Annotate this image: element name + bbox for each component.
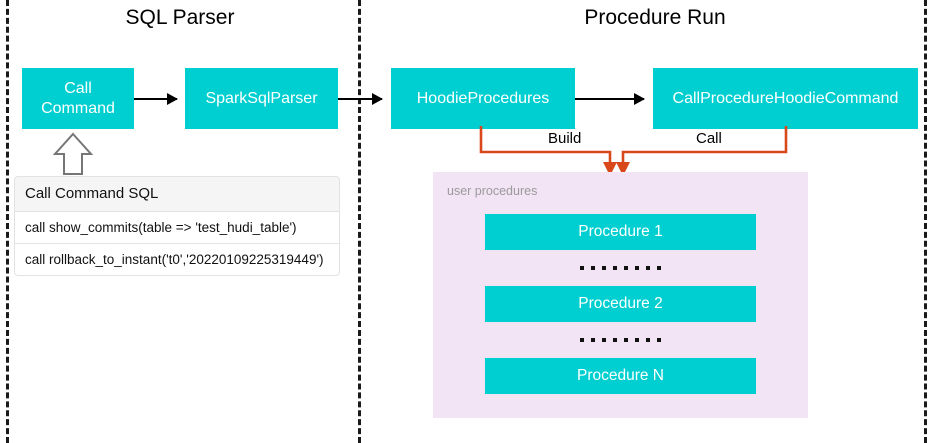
ellipsis-dot: [635, 266, 639, 270]
connector-build-call-orange: [479, 126, 788, 176]
procedures-ellipsis-1: [485, 250, 756, 286]
call-command-sql-table: Call Command SQL call show_commits(table…: [14, 176, 340, 276]
sql-table-header: Call Command SQL: [15, 177, 339, 212]
ellipsis-dot: [591, 338, 595, 342]
node-call-command-line-1: Call: [64, 79, 92, 97]
node-hoodie-procedures[interactable]: HoodieProcedures: [391, 68, 575, 129]
ellipsis-dot: [657, 338, 661, 342]
ellipsis-dot: [580, 338, 584, 342]
ellipsis-dot: [624, 338, 628, 342]
section-title-sql-parser: SQL Parser: [125, 6, 235, 29]
ellipsis-dot: [646, 266, 650, 270]
procedure-item-n[interactable]: Procedure N: [485, 358, 756, 394]
ellipsis-dot: [624, 266, 628, 270]
section-title-procedure-run: Procedure Run: [584, 6, 726, 29]
node-call-command-line-2: Command: [41, 99, 115, 117]
ellipsis-dot: [657, 266, 661, 270]
ellipsis-dot: [591, 266, 595, 270]
ellipsis-dot: [646, 338, 650, 342]
arrow-spark-sql-parser-to-hoodie-procedures: [338, 93, 383, 105]
user-procedures-label: user procedures: [447, 184, 538, 198]
arrow-hoodie-procedures-to-call-procedure-hoodie-command: [575, 93, 645, 105]
divider-dashed-right: [924, 0, 927, 443]
sql-table-row-rollback-to-instant: call rollback_to_instant('t0','202201092…: [25, 252, 324, 267]
arrow-call-command-to-spark-sql-parser: [134, 93, 178, 105]
ellipsis-dot: [580, 266, 584, 270]
ellipsis-dot: [602, 338, 606, 342]
procedure-item-2[interactable]: Procedure 2: [485, 286, 756, 322]
ellipsis-dot: [613, 266, 617, 270]
node-call-procedure-hoodie-command[interactable]: CallProcedureHoodieCommand: [653, 68, 918, 129]
ellipsis-dot: [602, 266, 606, 270]
user-procedures-panel: user procedures Procedure 1 Procedure 2 …: [433, 172, 808, 418]
ellipsis-dot: [613, 338, 617, 342]
ellipsis-dot: [635, 338, 639, 342]
node-call-command[interactable]: Call Command: [22, 68, 134, 129]
divider-dashed-middle: [358, 0, 361, 443]
procedures-ellipsis-2: [485, 322, 756, 358]
connector-label-call: Call: [696, 130, 722, 147]
divider-dashed-left: [6, 0, 9, 443]
connector-label-build: Build: [548, 130, 582, 147]
arrow-up-icon: [52, 132, 94, 175]
procedure-item-1[interactable]: Procedure 1: [485, 214, 756, 250]
sql-table-row-show-commits: call show_commits(table => 'test_hudi_ta…: [15, 212, 339, 244]
node-spark-sql-parser[interactable]: SparkSqlParser: [185, 68, 338, 129]
